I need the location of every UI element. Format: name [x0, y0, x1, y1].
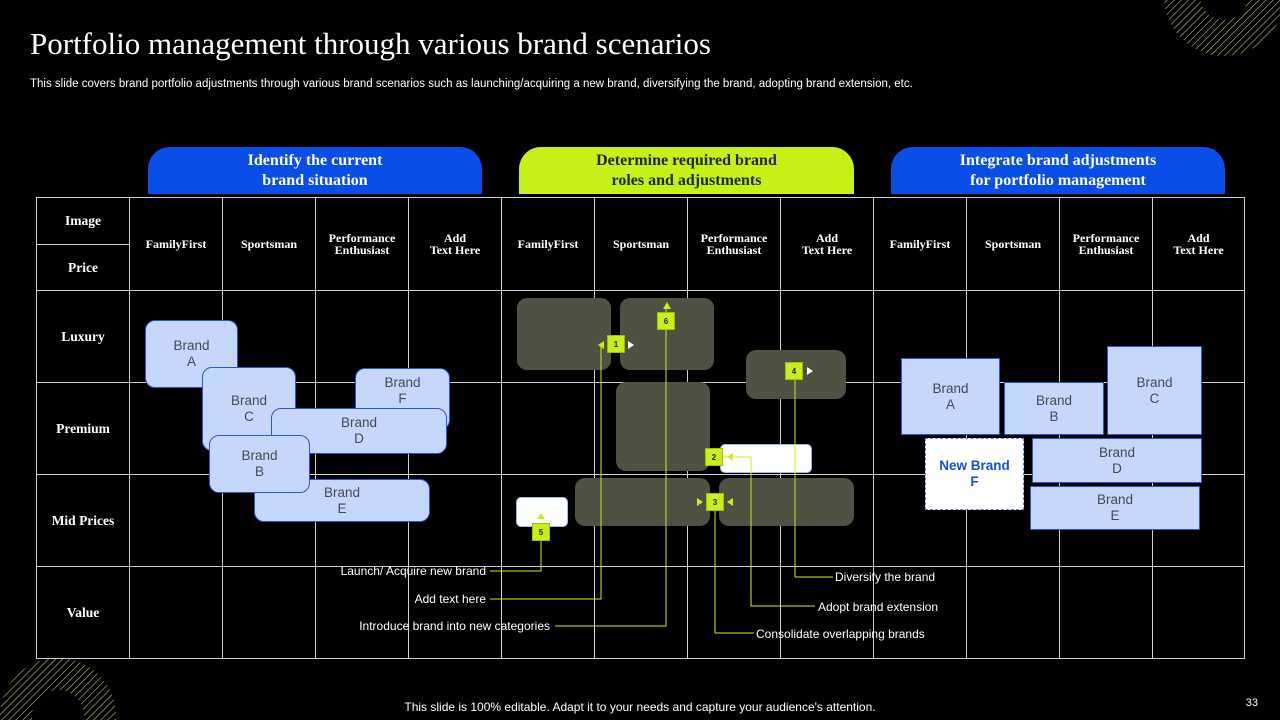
final-brand-c[interactable]: Brand C — [1107, 346, 1202, 435]
scenario-placeholder-box — [517, 298, 611, 370]
col-header-performance-enthusiast: Performance Enthusiast — [700, 231, 768, 257]
step-label-introduce-categories: Introduce brand into new categories — [359, 619, 550, 633]
step-badge-2: 2 — [705, 448, 723, 466]
row-label-luxury: Luxury — [61, 328, 105, 344]
step-label-launch-acquire: Launch/ Acquire new brand — [340, 564, 486, 578]
step-badge-4: 4 — [785, 362, 803, 380]
col-header-add-text: Add Text Here — [1173, 231, 1224, 257]
final-brand-a[interactable]: Brand A — [901, 358, 1000, 435]
new-brand-placeholder-box — [516, 497, 568, 527]
step-label-brand-extension: Adopt brand extension — [818, 600, 939, 614]
slide-title: Portfolio management through various bra… — [30, 26, 711, 61]
step-badge-6: 6 — [657, 312, 675, 330]
col-header-sportsman: Sportsman — [240, 237, 297, 251]
scenario-placeholder-box — [719, 478, 854, 526]
scenario-placeholder-box — [616, 382, 710, 471]
final-brand-d[interactable]: Brand D — [1032, 438, 1202, 483]
axis-image-label: Image — [65, 213, 101, 228]
step-badge-3: 3 — [706, 493, 724, 511]
phase-header-integrate: Integrate brand adjustments for portfoli… — [891, 147, 1225, 194]
axis-price-label: Price — [68, 259, 98, 275]
final-new-brand-f[interactable]: New Brand F — [925, 438, 1024, 510]
step-badge-5: 5 — [532, 523, 550, 541]
final-brand-b[interactable]: Brand B — [1004, 382, 1104, 435]
phase-header-identify: Identify the current brand situation — [148, 147, 482, 194]
col-header-performance-enthusiast: Performance Enthusiast — [1072, 231, 1140, 257]
slide-subtitle: This slide covers brand portfolio adjust… — [30, 78, 913, 90]
row-label-mid-prices: Mid Prices — [51, 512, 115, 528]
slide-footer: This slide is 100% editable. Adapt it to… — [404, 700, 876, 714]
col-header-sportsman: Sportsman — [984, 237, 1041, 251]
col-header-performance-enthusiast: Performance Enthusiast — [328, 231, 396, 257]
page-number: 33 — [1245, 697, 1258, 709]
current-brand-b[interactable]: Brand B — [209, 435, 310, 493]
step-label-diversify: Diversify the brand — [835, 570, 936, 584]
row-label-premium: Premium — [56, 420, 110, 436]
col-header-add-text: Add Text Here — [429, 231, 481, 257]
brand-extension-box — [720, 444, 812, 473]
col-header-sportsman: Sportsman — [612, 237, 669, 251]
col-header-familyfirst: FamilyFirst — [517, 237, 579, 251]
col-header-familyfirst: FamilyFirst — [145, 237, 207, 251]
phase-header-determine: Determine required brand roles and adjus… — [519, 147, 854, 194]
scenario-placeholder-box — [575, 478, 710, 526]
step-label-add-text: Add text here — [414, 592, 486, 606]
col-header-add-text: Add Text Here — [801, 231, 853, 257]
row-label-value: Value — [66, 604, 100, 620]
final-brand-e[interactable]: Brand E — [1030, 486, 1200, 530]
current-brand-a[interactable]: Brand A — [145, 320, 238, 388]
step-badge-1: 1 — [607, 335, 625, 353]
step-label-consolidate: Consolidate overlapping brands — [756, 627, 925, 641]
scenario-placeholder-box — [620, 298, 714, 370]
col-header-familyfirst: FamilyFirst — [889, 237, 951, 251]
